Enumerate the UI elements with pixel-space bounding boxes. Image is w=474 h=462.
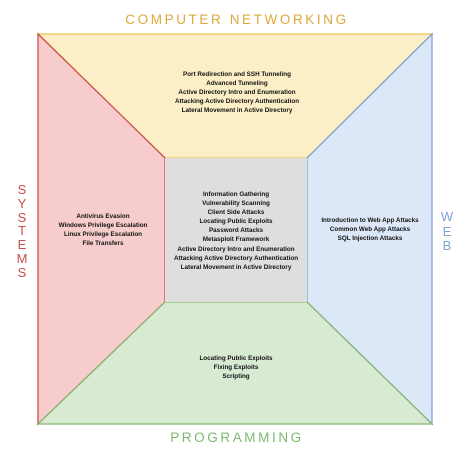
topic-item: Attacking Active Directory Authenticatio… <box>174 98 300 106</box>
topic-item: Introduction to Web App Attacks <box>321 217 419 224</box>
systems-title: S Y S T E M S <box>15 183 29 280</box>
topic-item: Antivirus Evasion <box>76 213 130 220</box>
topic-item: Locating Public Exploits <box>199 218 273 226</box>
systems-title-letter: S <box>17 182 27 197</box>
programming-title: PROGRAMMING <box>170 430 304 445</box>
web-title-letter: B <box>442 238 452 254</box>
topic-item: Fixing Exploits <box>213 364 259 372</box>
topic-item: Windows Privilege Escalation <box>58 222 148 230</box>
topic-item: Advanced Tunneling <box>206 80 268 88</box>
web-title-letter: E <box>442 223 452 239</box>
topic-item: Linux Privilege Escalation <box>63 231 143 239</box>
topic-item: Port Redirection and SSH Tunneling <box>183 71 291 78</box>
topic-item: Scripting <box>222 373 250 381</box>
topic-item: File Transfers <box>82 240 124 248</box>
programming-topics: Locating Public Exploits Fixing Exploits… <box>176 354 296 381</box>
topic-item: Common Web App Attacks <box>329 226 411 234</box>
web-topics: Introduction to Web App Attacks Common W… <box>314 216 426 243</box>
topic-item: Vulnerability Scanning <box>202 200 270 208</box>
systems-title-letter: Y <box>17 195 27 211</box>
topic-item: Attacking Active Directory Authenticatio… <box>173 254 299 262</box>
systems-topics: Antivirus Evasion Windows Privilege Esca… <box>48 212 158 248</box>
topic-item: Password Attacks <box>208 227 263 235</box>
systems-title-letter: S <box>17 264 27 280</box>
systems-title-letter: T <box>18 223 26 239</box>
topic-item: Information Gathering <box>202 191 270 198</box>
networking-topics: Port Redirection and SSH Tunneling Advan… <box>150 70 324 115</box>
topic-item: Lateral Movement in Active Directory <box>180 263 292 271</box>
topic-item: SQL Injection Attacks <box>337 235 403 243</box>
topic-item: Locating Public Exploits <box>199 355 273 362</box>
networking-title: COMPUTER NETWORKING <box>125 12 349 27</box>
topic-item: Metasploit Framework <box>202 236 270 244</box>
web-title: W E B <box>440 209 454 254</box>
topic-item: Client Side Attacks <box>207 209 265 217</box>
systems-title-letter: M <box>16 250 28 266</box>
topic-item: Lateral Movement in Active Directory <box>181 107 293 115</box>
web-title-letter: W <box>440 209 454 224</box>
topic-item: Active Directory Intro and Enumeration <box>177 245 295 253</box>
systems-title-letter: S <box>17 209 27 225</box>
topic-item: Active Directory Intro and Enumeration <box>178 89 296 97</box>
systems-title-letter: E <box>17 237 27 253</box>
core-topics: Information Gathering Vulnerability Scan… <box>166 190 306 272</box>
core-panel <box>165 158 307 302</box>
